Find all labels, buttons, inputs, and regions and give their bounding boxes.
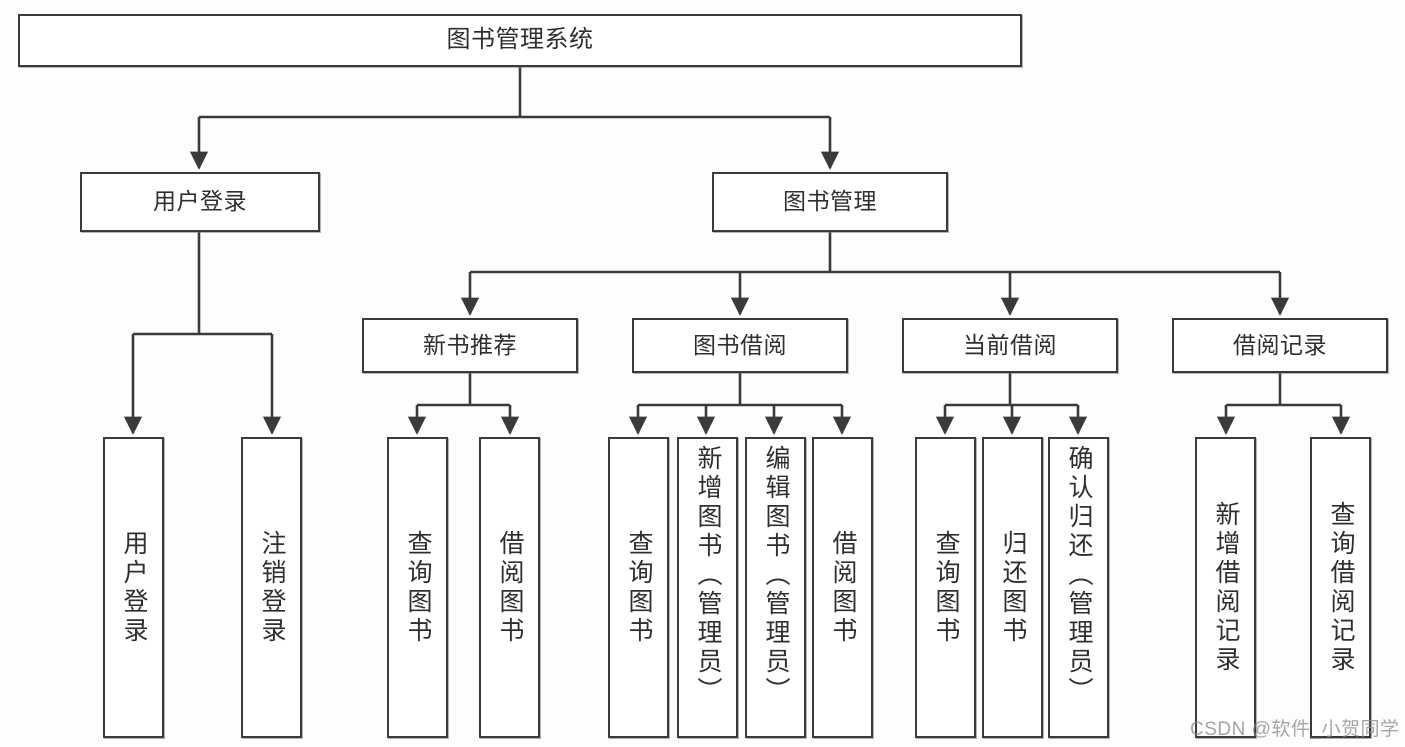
leaf-record-query-record-label: 查询借阅记录 <box>1327 500 1355 675</box>
leaf-newbook-query-book[interactable]: 查询图书 <box>387 437 448 738</box>
node-current-borrow-label: 当前借阅 <box>963 331 1057 358</box>
leaf-newbook-borrow-book[interactable]: 借阅图书 <box>479 437 540 738</box>
node-root-label: 图书管理系统 <box>446 26 594 54</box>
node-new-book-recommend[interactable]: 新书推荐 <box>362 318 578 373</box>
node-book-borrow[interactable]: 图书借阅 <box>632 318 848 373</box>
leaf-current-return-book-label: 归还图书 <box>999 529 1027 646</box>
leaf-user-login-label: 用户登录 <box>120 529 148 646</box>
leaf-borrow-borrow-book[interactable]: 借阅图书 <box>812 437 873 738</box>
node-user-login-label: 用户登录 <box>153 188 247 215</box>
node-current-borrow[interactable]: 当前借阅 <box>902 318 1118 373</box>
leaf-current-query-book-label: 查询图书 <box>932 529 960 646</box>
leaf-borrow-edit-book-label: 编辑图书（管理员） <box>762 445 790 706</box>
leaf-record-add-record-label: 新增借阅记录 <box>1212 500 1240 675</box>
leaf-current-confirm-return[interactable]: 确认归还（管理员） <box>1048 437 1109 738</box>
leaf-record-query-record[interactable]: 查询借阅记录 <box>1310 437 1371 738</box>
node-borrow-record-label: 借阅记录 <box>1233 331 1327 358</box>
node-borrow-record[interactable]: 借阅记录 <box>1172 318 1388 373</box>
node-book-management-label: 图书管理 <box>783 188 877 215</box>
leaf-borrow-add-book-label: 新增图书（管理员） <box>694 445 722 706</box>
csdn-watermark: CSDN @软件_小贺同学 <box>1190 719 1400 740</box>
node-root[interactable]: 图书管理系统 <box>18 14 1022 67</box>
leaf-current-query-book[interactable]: 查询图书 <box>915 437 976 738</box>
leaf-borrow-borrow-book-label: 借阅图书 <box>829 529 857 646</box>
leaf-current-return-book[interactable]: 归还图书 <box>982 437 1043 738</box>
leaf-user-login[interactable]: 用户登录 <box>103 437 164 738</box>
node-user-login[interactable]: 用户登录 <box>80 172 320 232</box>
leaf-current-confirm-return-label: 确认归还（管理员） <box>1065 445 1093 706</box>
node-book-management[interactable]: 图书管理 <box>712 172 948 232</box>
leaf-user-logout[interactable]: 注销登录 <box>241 437 302 738</box>
leaf-user-logout-label: 注销登录 <box>258 529 286 646</box>
leaf-record-add-record[interactable]: 新增借阅记录 <box>1195 437 1256 738</box>
leaf-borrow-edit-book[interactable]: 编辑图书（管理员） <box>745 437 806 738</box>
leaf-borrow-add-book[interactable]: 新增图书（管理员） <box>677 437 738 738</box>
leaf-borrow-query-book[interactable]: 查询图书 <box>608 437 669 738</box>
leaf-newbook-borrow-book-label: 借阅图书 <box>496 529 524 646</box>
leaf-newbook-query-book-label: 查询图书 <box>404 529 432 646</box>
leaf-borrow-query-book-label: 查询图书 <box>625 529 653 646</box>
node-book-borrow-label: 图书借阅 <box>693 331 787 358</box>
node-new-book-recommend-label: 新书推荐 <box>423 331 517 358</box>
